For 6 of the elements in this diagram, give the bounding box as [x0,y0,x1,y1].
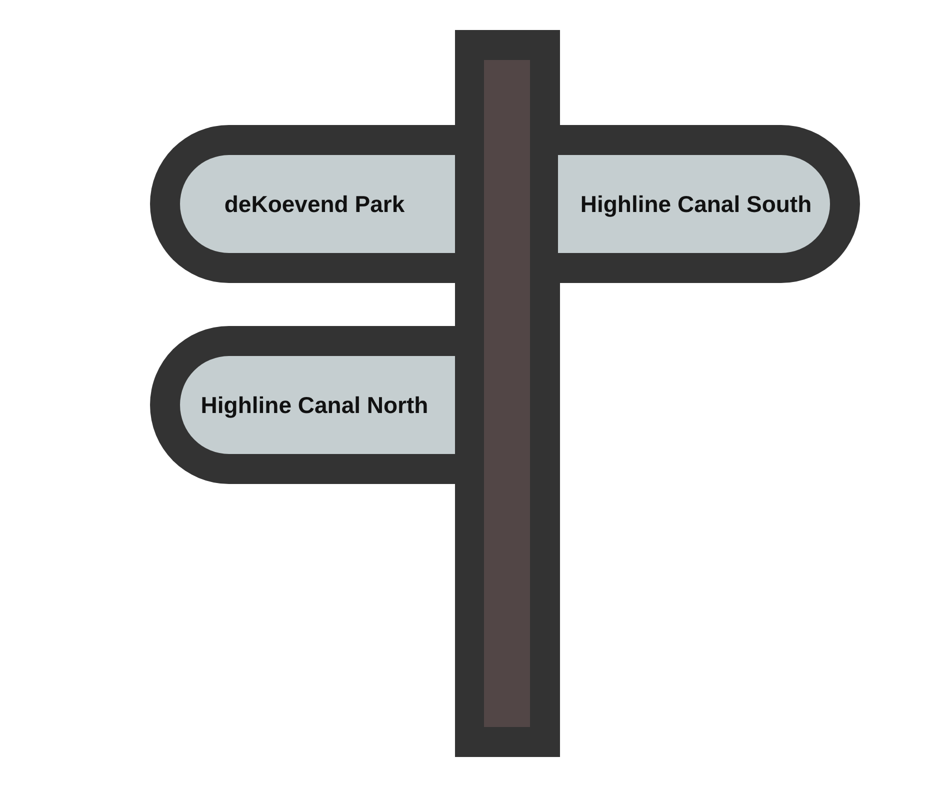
direction-sign [150,125,455,283]
direction-sign [558,125,860,283]
sign-text: Highline Canal North [200,392,428,418]
sign-text: deKoevend Park [224,190,405,218]
sign-text: Highline Canal South [580,190,812,218]
direction-sign [150,326,455,484]
